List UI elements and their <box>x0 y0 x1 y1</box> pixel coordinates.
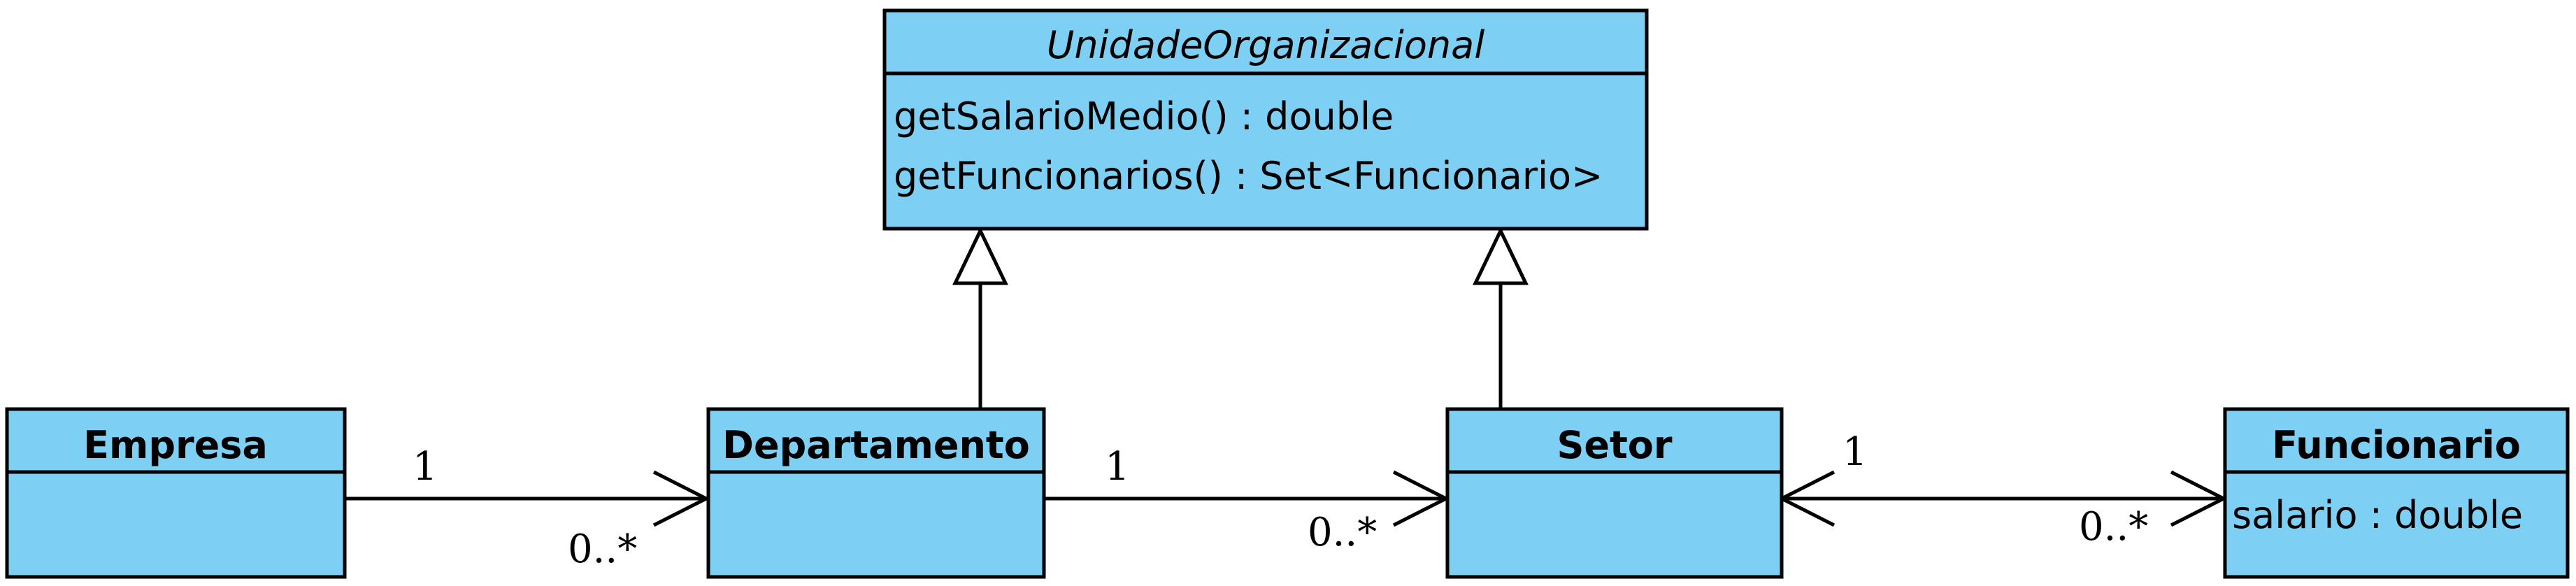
navigability-arrow <box>652 470 710 527</box>
class-name: Departamento <box>722 423 1030 467</box>
method-get-salario-medio: getSalarioMedio() : double <box>894 94 1394 138</box>
generalization-departamento <box>952 227 1008 408</box>
class-name: Funcionario <box>2272 423 2521 467</box>
multiplicity-source: 1 <box>1842 429 1868 475</box>
inheritance-arrow-setor <box>1473 227 1529 285</box>
class-setor[interactable]: Setor <box>1445 407 1784 579</box>
class-name: Empresa <box>83 423 268 467</box>
class-name: UnidadeOrganizacional <box>1047 23 1484 67</box>
inheritance-arrow-departamento <box>952 227 1008 285</box>
class-funcionario[interactable]: Funcionario salario : double <box>2223 407 2570 579</box>
multiplicity-target: 0..* <box>2079 504 2148 550</box>
association-empresa-departamento: 1 0..* <box>345 444 710 572</box>
multiplicity-source: 1 <box>1105 444 1130 489</box>
class-empresa[interactable]: Empresa <box>5 407 347 579</box>
class-name: Setor <box>1557 423 1672 467</box>
association-departamento-setor: 1 0..* <box>1044 444 1450 555</box>
class-unidade-organizacional[interactable]: UnidadeOrganizacional getSalarioMedio() … <box>882 8 1649 231</box>
multiplicity-target: 0..* <box>568 527 637 572</box>
generalization-setor <box>1473 227 1529 408</box>
multiplicity-source: 1 <box>413 444 438 489</box>
method-get-funcionarios: getFuncionarios() : Set<Funcionario> <box>894 154 1603 198</box>
association-setor-funcionario: 1 0..* <box>1777 429 2228 550</box>
class-departamento[interactable]: Departamento <box>706 407 1046 579</box>
multiplicity-target: 0..* <box>1308 510 1377 555</box>
attribute-salario: salario : double <box>2232 493 2523 537</box>
